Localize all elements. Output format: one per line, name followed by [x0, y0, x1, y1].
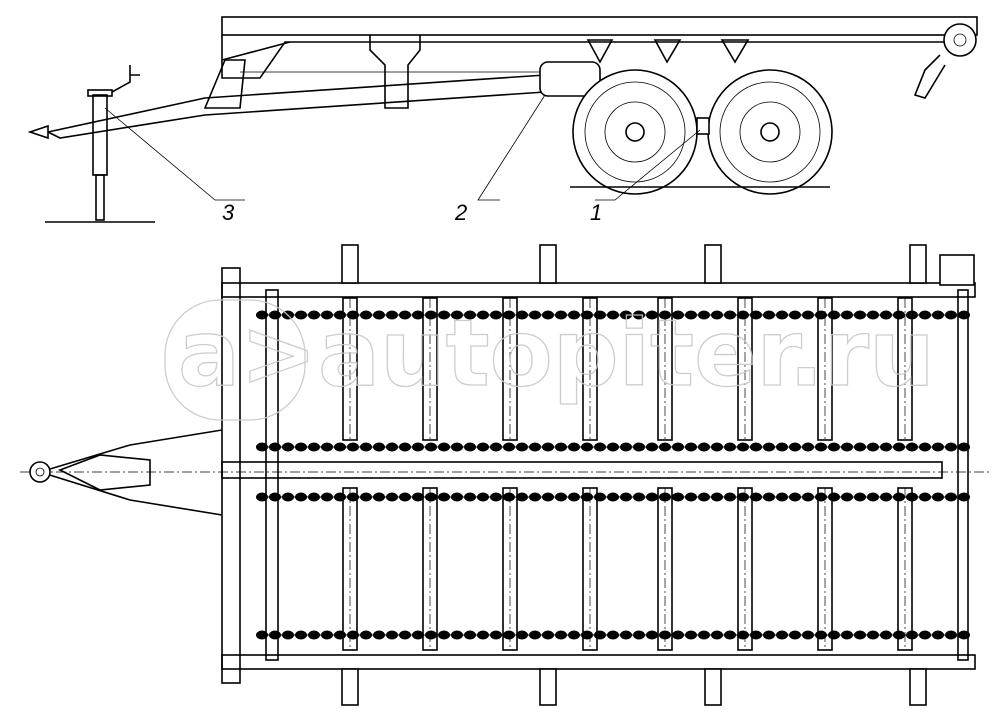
callout-3: 3: [222, 200, 235, 225]
watermark: a> autopiter.ru: [164, 299, 935, 421]
chain-row: [256, 310, 970, 320]
front-shaft: [265, 289, 279, 661]
tow-eye: [27, 124, 49, 140]
side-bracket: [704, 668, 722, 706]
winch-drum: [943, 23, 977, 57]
leader-1: [595, 129, 701, 201]
watermark-logo: a>: [178, 300, 317, 407]
front-bracket: [203, 59, 246, 109]
side-bracket: [704, 244, 722, 284]
center-beam: [221, 461, 943, 479]
jack-leg: [95, 174, 105, 221]
leader-2: [477, 94, 546, 201]
front-crossbeam: [221, 267, 241, 684]
chain-row: [256, 492, 970, 502]
side-bracket: [341, 668, 359, 706]
leader-3: [104, 107, 245, 201]
chain-row: [256, 442, 970, 452]
middle-bracket: [369, 35, 421, 109]
winch: [939, 254, 975, 286]
top-rail: [221, 282, 976, 298]
rear-shaft: [957, 289, 969, 661]
side-bracket: [909, 668, 927, 706]
callout-1: 1: [590, 200, 602, 225]
plan-tow-eye: [29, 461, 51, 483]
rear-hitch: [913, 54, 946, 99]
side-bracket: [909, 244, 927, 284]
side-bracket: [341, 244, 359, 284]
watermark-text: autopiter.ru: [318, 300, 935, 407]
chain-row: [256, 630, 970, 640]
callout-2: 2: [454, 200, 467, 225]
plan-view: [20, 244, 990, 706]
side-bracket: [539, 244, 557, 284]
side-bracket: [539, 668, 557, 706]
brake-chamber: [539, 61, 601, 97]
frame-front: [221, 35, 975, 79]
top-beam: [221, 16, 978, 36]
plan-drawbar: [39, 429, 223, 516]
bottom-rail: [221, 654, 976, 670]
drawbar: [47, 74, 546, 139]
jack-head: [87, 89, 113, 97]
spring-hangers: [586, 39, 750, 64]
side-view: 3 2 1: [27, 16, 978, 225]
jack-tube: [92, 94, 108, 176]
